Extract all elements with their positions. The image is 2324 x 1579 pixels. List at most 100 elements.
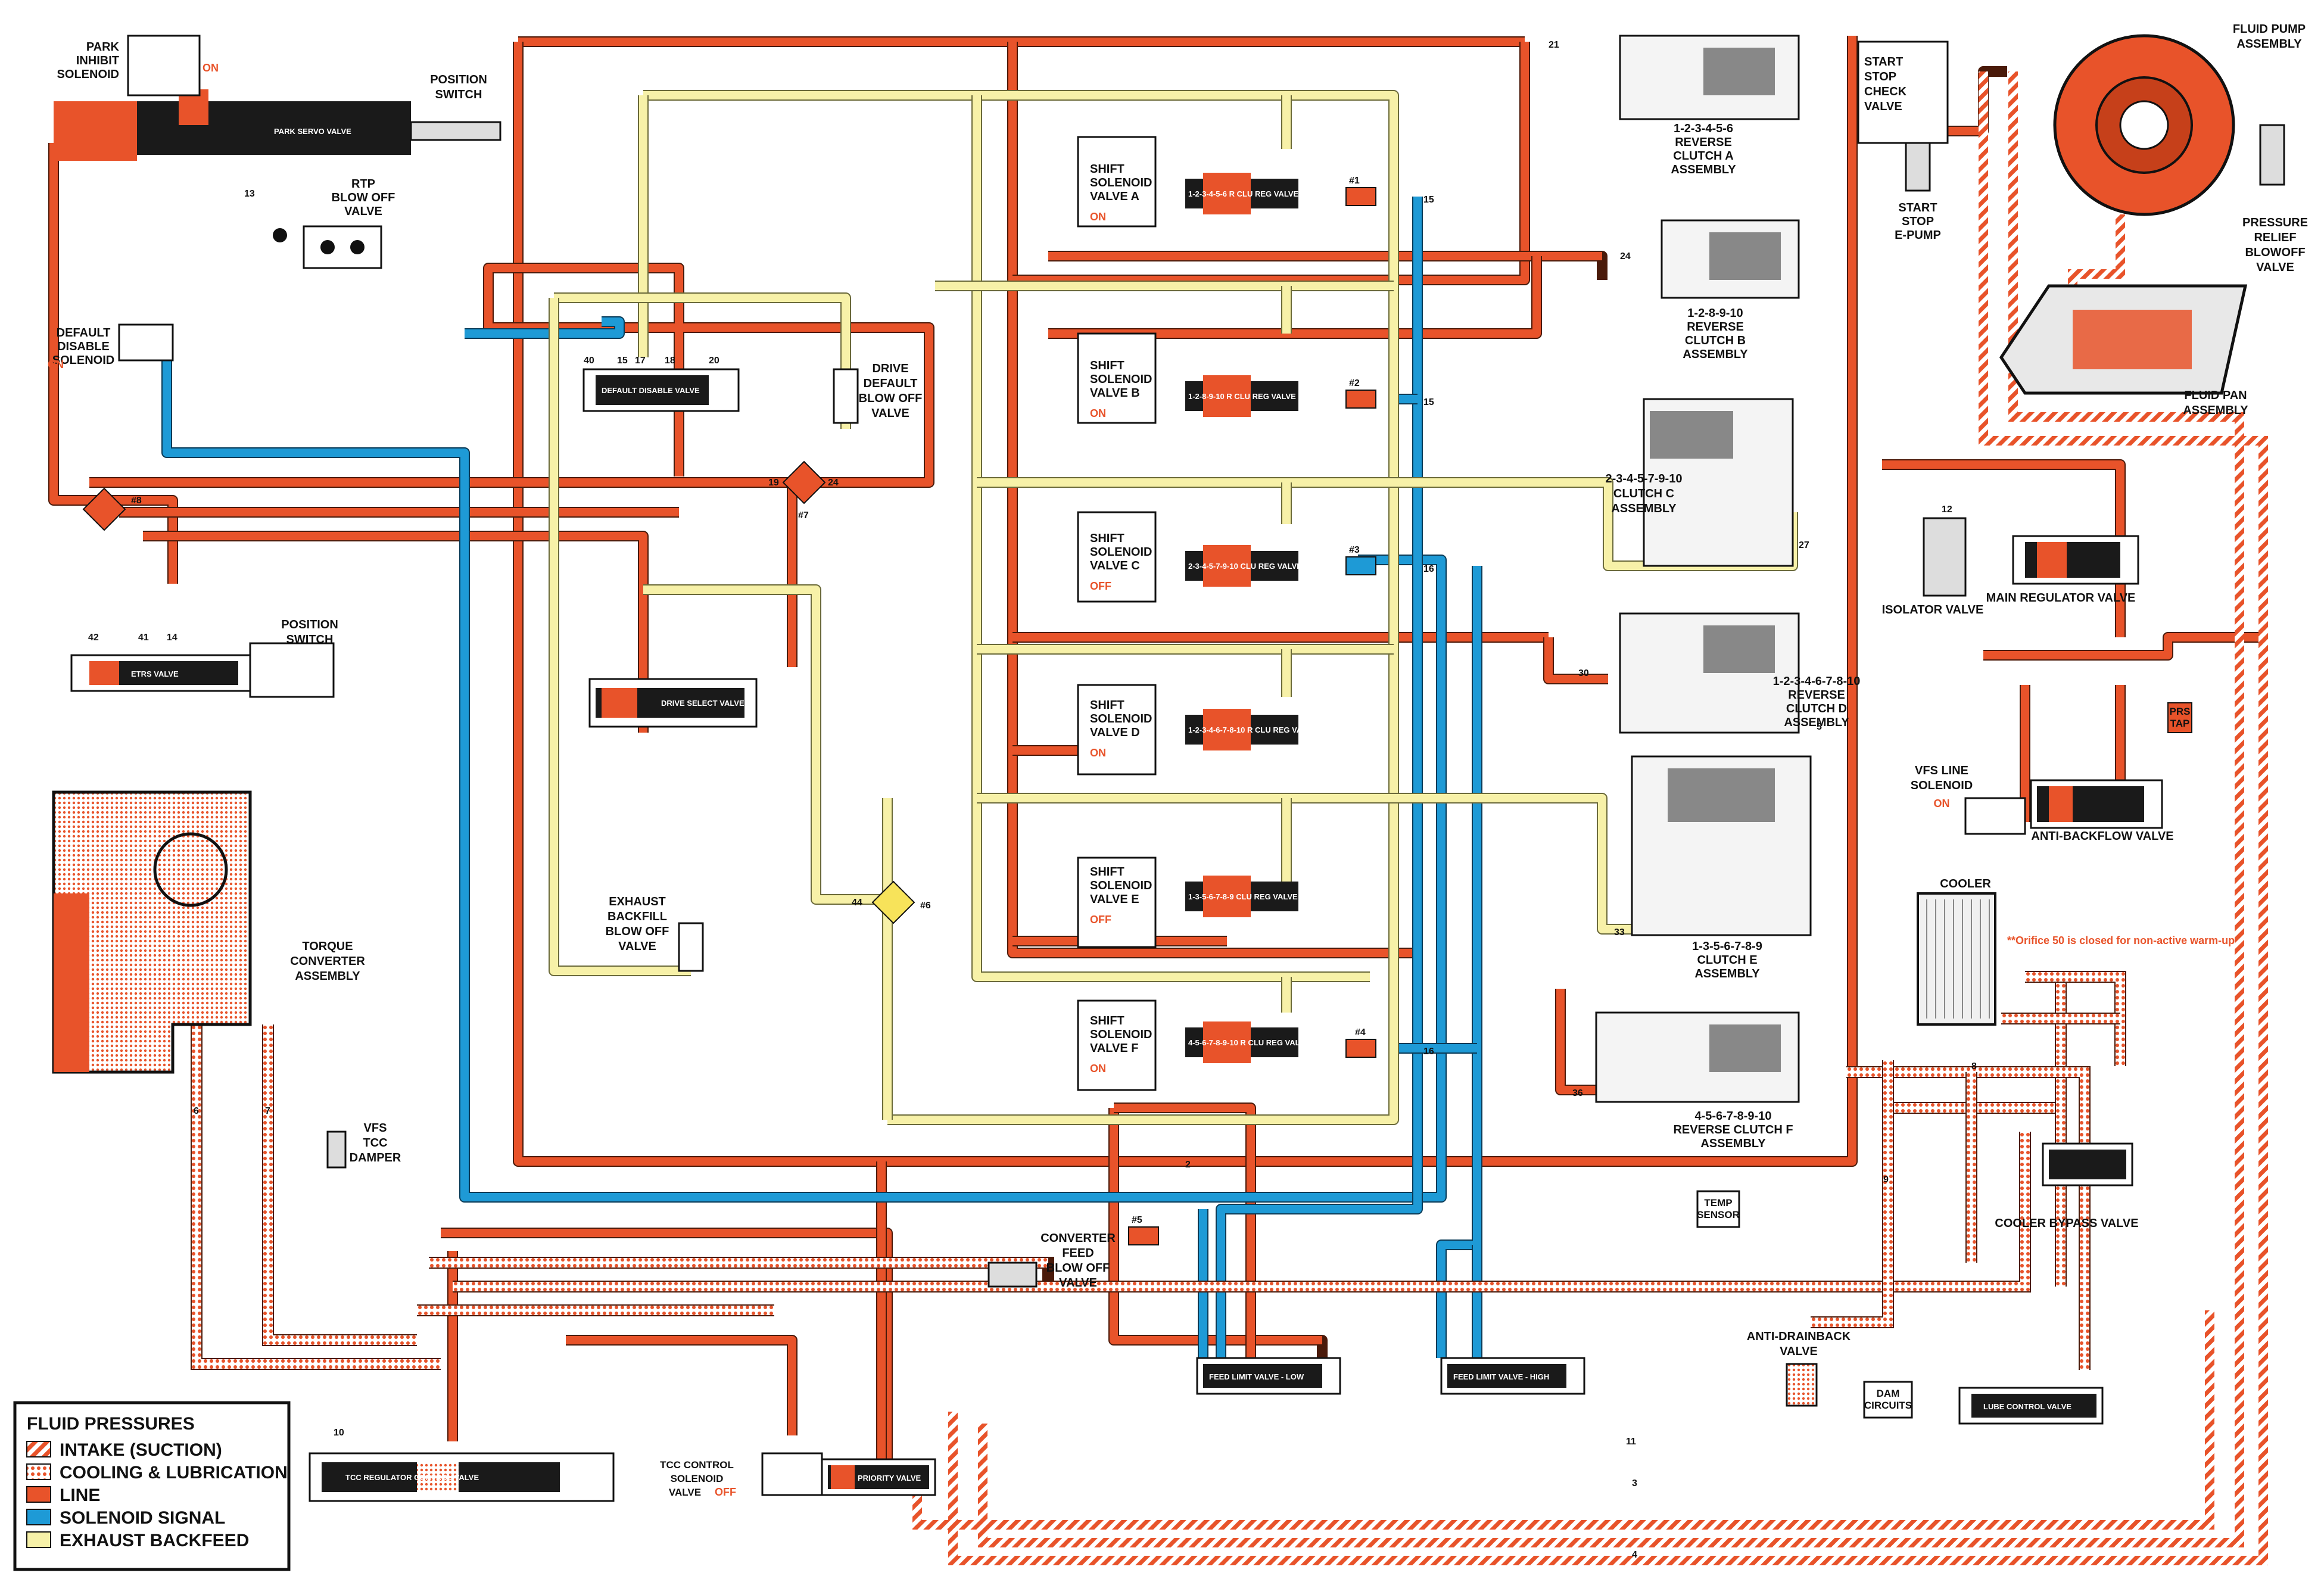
vfs-line-solenoid-body	[1964, 797, 2026, 835]
pump-area: START STOP CHECK VALVE START STOP E-PUMP…	[1857, 23, 2308, 417]
position-switch-bottom-label-2: SWITCH	[286, 633, 334, 646]
check-ball-7	[782, 460, 826, 504]
clutch-d-label-3: CLUTCH D	[1786, 702, 1847, 715]
circuit-16b-label: 16	[1423, 1047, 1434, 1057]
legend-label-cooling: COOLING & LUBRICATION	[60, 1463, 288, 1483]
feed-limit-valves: FEED LIMIT VALVE - LOW FEED LIMIT VALVE …	[1196, 1357, 1585, 1395]
clutch-b: 1-2-8-9-10 REVERSE CLUTCH B ASSEMBLY	[1661, 219, 1800, 361]
park-inhibit-solenoid-body	[127, 35, 201, 96]
legend-swatch-cooling	[26, 1463, 51, 1480]
cooler-body	[1917, 892, 1996, 1026]
circuit-8-label: 8	[1971, 1061, 1977, 1072]
circuit-9-label: 9	[1883, 1175, 1889, 1185]
check-ball-8-label: #8	[131, 496, 142, 506]
fluid-pump-label-2: ASSEMBLY	[2236, 38, 2302, 51]
main-regulator-valve-label: MAIN REGULATOR VALVE	[1986, 591, 2136, 605]
circuit-11-label: 11	[1626, 1437, 1636, 1447]
shift-solenoid-f: SHIFT SOLENOID VALVE F ON 4-5-6-7-8-9-10…	[1077, 999, 1310, 1091]
shift-valve-a-label: 1-2-3-4-5-6 R CLU REG VALVE	[1188, 189, 1298, 198]
priority-area: TCC CONTROL SOLENOID VALVE OFF PRIORITY …	[660, 1452, 936, 1498]
rtp-check-ball	[273, 228, 287, 242]
vfs-line-label-2: SOLENOID	[1911, 779, 1973, 792]
fluid-pan-label-2: ASSEMBLY	[2183, 404, 2248, 417]
rtp-blowoff-label-2: BLOW OFF	[332, 191, 395, 204]
clutch-a: 1-2-3-4-5-6 REVERSE CLUTCH A ASSEMBLY	[1619, 35, 1800, 176]
rtp-blowoff-valve: RTP BLOW OFF VALVE	[273, 177, 395, 269]
exhaust-backfeed-circuits	[549, 90, 1798, 1125]
tcc-control-state: OFF	[715, 1486, 736, 1498]
start-stop-check-label-4: VALVE	[1864, 100, 1902, 113]
circuit-6-label: 6	[194, 1106, 199, 1116]
circuit-15c-label: 15	[1423, 397, 1434, 407]
fluid-pan-label-1: FLUID PAN	[2184, 389, 2247, 402]
circuit-15b-label: 15	[1423, 195, 1434, 205]
check-ball-3	[1345, 556, 1376, 575]
circuit-13-label: 13	[244, 189, 255, 199]
park-servo-valve-label: PARK SERVO VALVE	[274, 127, 351, 136]
temp-sensor-body	[1696, 1190, 1740, 1228]
default-disable-valve	[596, 375, 709, 405]
clutch-a-label-1: 1-2-3-4-5-6	[1674, 122, 1733, 135]
circuit-5-label: 5	[1817, 722, 1822, 732]
torque-converter-label-2: CONVERTER	[290, 955, 365, 968]
shift-solenoid-f-label-3: VALVE F	[1090, 1042, 1138, 1055]
anti-backflow-valve-label: ANTI-BACKFLOW VALVE	[2031, 830, 2173, 843]
default-disable-solenoid-label-1: DEFAULT	[57, 326, 111, 340]
shift-solenoid-c-state: OFF	[1090, 580, 1111, 592]
clutch-c-label-1: 2-3-4-5-7-9-10	[1606, 472, 1683, 485]
clutch-e-label-2: CLUTCH E	[1697, 954, 1757, 967]
circuit-12-label: 12	[1942, 504, 1952, 515]
legend-label-exhaust: EXHAUST BACKFEED	[60, 1531, 249, 1550]
feed-limit-valve-high	[1447, 1364, 1566, 1388]
default-disable-solenoid-label-3: SOLENOID	[52, 354, 114, 367]
temp-sensor-label-1: TEMP	[1704, 1197, 1732, 1209]
position-switch-top-body	[410, 121, 501, 141]
circuit-4-label: 4	[1632, 1550, 1637, 1560]
drive-default-label-4: VALVE	[871, 407, 909, 420]
check-ball-5	[1128, 1226, 1159, 1245]
circuit-18-label: 18	[665, 356, 675, 366]
clutch-d-label-4: ASSEMBLY	[1784, 716, 1849, 729]
prs-tap-label-1: PRS	[2170, 706, 2191, 717]
clutch-b-label-1: 1-2-8-9-10	[1687, 307, 1743, 320]
anti-drainback-label-2: VALVE	[1780, 1345, 1818, 1358]
vfs-line-state: ON	[1934, 798, 1950, 809]
circuit-24-label: 24	[828, 478, 839, 488]
shift-solenoid-a-label-2: SOLENOID	[1090, 176, 1152, 189]
circuit-42-label: 42	[88, 633, 99, 643]
shift-solenoid-rows: SHIFT SOLENOID VALVE A ON 1-2-3-4-5-6 R …	[1077, 136, 1317, 1091]
park-servo-assembly: PARK SERVO VALVE PARK INHIBIT SOLENOID O…	[54, 35, 501, 161]
circuit-14-label: 14	[167, 633, 177, 643]
drive-default-label-1: DRIVE	[872, 362, 908, 375]
pressure-relief-label-2: RELIEF	[2254, 231, 2296, 244]
anti-drainback-label-1: ANTI-DRAINBACK	[1747, 1330, 1851, 1343]
clutch-b-label-2: REVERSE	[1687, 320, 1744, 334]
shift-solenoid-b: SHIFT SOLENOID VALVE B ON 1-2-8-9-10 R C…	[1077, 332, 1298, 424]
torque-converter-label-1: TORQUE	[302, 940, 353, 953]
exhaust-backfill-label-1: EXHAUST	[609, 895, 666, 908]
cooler-bypass-valve-label: COOLER BYPASS VALVE	[1995, 1217, 2138, 1230]
shift-valve-b-label: 1-2-8-9-10 R CLU REG VALVE	[1188, 392, 1296, 401]
shift-valve-f-label: 4-5-6-7-8-9-10 R CLU REG VALVE	[1188, 1038, 1310, 1047]
circuit-40-label: 40	[584, 356, 594, 366]
position-switch-bottom-label-1: POSITION	[281, 618, 338, 631]
check-ball-6	[871, 880, 915, 924]
start-stop-check-body	[1857, 41, 1949, 144]
clutch-b-label-3: CLUTCH B	[1685, 334, 1746, 347]
check-ball-4-label: #4	[1355, 1027, 1366, 1038]
vfs-tcc-label-3: DAMPER	[350, 1151, 401, 1164]
circuit-41-label: 41	[138, 633, 149, 643]
clutch-e: 1-3-5-6-7-8-9 CLUTCH E ASSEMBLY	[1631, 755, 1812, 980]
converter-feed-label-3: BLOW OFF	[1046, 1262, 1110, 1275]
fluid-pump-label-1: FLUID PUMP	[2233, 23, 2306, 36]
circuit-10-label: 10	[334, 1428, 344, 1438]
clutch-c-label-3: ASSEMBLY	[1611, 502, 1677, 515]
start-stop-check-label-2: STOP	[1864, 70, 1896, 83]
exhaust-backfill-label-2: BACKFILL	[608, 910, 667, 923]
rtp-blowoff-label-3: VALVE	[344, 205, 382, 218]
circuit-17-label: 17	[635, 356, 646, 366]
exhaust-backfill-label-3: BLOW OFF	[606, 925, 669, 938]
default-disable-assembly: DEFAULT DISABLE SOLENOID ON DEFAULT DISA…	[48, 323, 740, 412]
prs-tap	[2167, 702, 2192, 733]
